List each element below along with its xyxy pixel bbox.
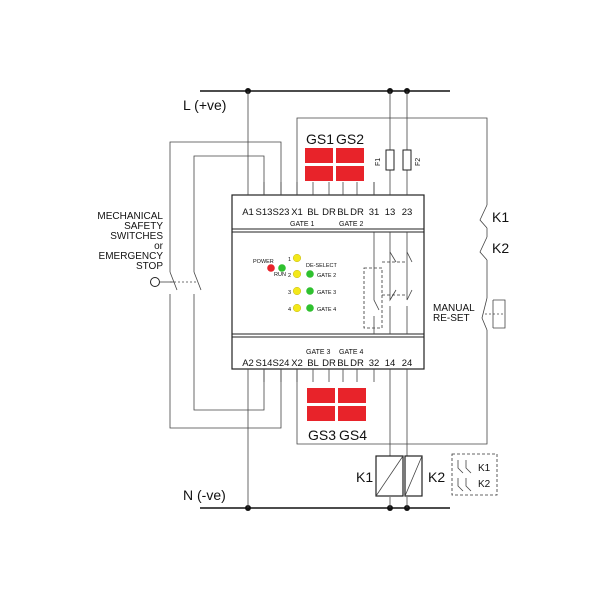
bottom-terminal-label: S14 — [256, 358, 273, 369]
gate-switch-gs1: GS1 — [305, 131, 334, 181]
safety-relay-module — [231, 194, 425, 370]
svg-text:1: 1 — [288, 257, 291, 263]
top-terminal-label: DR — [350, 207, 364, 218]
right-contacts: K1 K2 — [479, 204, 509, 331]
bottom-terminal-label: DR — [350, 358, 364, 369]
gate-4-green-led — [306, 304, 314, 312]
deselect-label: DE-SELECT — [306, 263, 338, 269]
feedback-loop-wiring — [296, 117, 488, 445]
k1-contact-label: K1 — [492, 209, 509, 225]
gate-switch-gs4: GS4 — [338, 388, 367, 443]
gate-4-label: GATE 4 — [339, 349, 363, 356]
mechanical-safety-switches-label: MECHANICAL SAFETY SWITCHES or EMERGENCY … — [97, 211, 163, 272]
svg-text:or: or — [154, 241, 164, 252]
bottom-terminal-label: DR — [322, 358, 336, 369]
auxiliary-contact-box: K1 K2 — [451, 453, 498, 496]
svg-text:GS1: GS1 — [306, 131, 334, 147]
top-terminal-label: BL — [337, 207, 349, 218]
live-rail-label: L (+ve) — [183, 97, 226, 113]
svg-text:GATE 2: GATE 2 — [317, 273, 336, 279]
svg-text:GS2: GS2 — [336, 131, 364, 147]
svg-text:SAFETY: SAFETY — [124, 221, 163, 232]
bottom-terminal-label: 32 — [369, 358, 380, 369]
top-terminal-label: BL — [307, 207, 319, 218]
neutral-rail-label: N (-ve) — [183, 487, 226, 503]
internal-relay-contacts — [363, 232, 413, 334]
svg-text:2: 2 — [288, 273, 291, 279]
bottom-terminal-label: BL — [307, 358, 319, 369]
svg-text:EMERGENCY: EMERGENCY — [99, 251, 164, 262]
top-terminal-label: S23 — [273, 207, 290, 218]
svg-text:K2: K2 — [428, 469, 445, 485]
top-terminal-label: DR — [322, 207, 336, 218]
top-terminal-label: 13 — [385, 207, 396, 218]
emergency-stop-button — [150, 277, 160, 287]
svg-text:3: 3 — [288, 290, 291, 296]
gate-2-yellow-led — [293, 270, 302, 279]
gate-1-led — [293, 253, 302, 262]
run-led — [278, 264, 286, 272]
gate-3-green-led — [306, 287, 314, 295]
svg-text:K1: K1 — [478, 463, 491, 474]
svg-text:MECHANICAL: MECHANICAL — [97, 211, 163, 222]
svg-text:F1: F1 — [375, 158, 382, 166]
svg-text:GS3: GS3 — [308, 427, 336, 443]
manual-reset-label-1: MANUAL — [433, 303, 475, 314]
power-led — [267, 264, 275, 272]
svg-text:GATE 3: GATE 3 — [317, 290, 336, 296]
gate-switch-gs2: GS2 — [336, 131, 364, 181]
bottom-terminal-label: 14 — [385, 358, 396, 369]
top-terminal-label: 31 — [369, 207, 380, 218]
svg-text:F2: F2 — [415, 158, 422, 166]
gate-4-yellow-led — [293, 304, 302, 313]
svg-text:K2: K2 — [478, 479, 491, 490]
power-label: POWER — [253, 259, 274, 265]
manual-reset-label-2: RE-SET — [433, 313, 470, 324]
svg-text:4: 4 — [288, 307, 291, 313]
run-label: RUN — [274, 272, 286, 278]
svg-text:GATE 4: GATE 4 — [317, 307, 336, 313]
gate-2-green-led — [306, 270, 314, 278]
top-terminal-label: A1 — [242, 207, 254, 218]
gate-2-label: GATE 2 — [339, 221, 363, 228]
gate-3-label: GATE 3 — [306, 349, 330, 356]
top-terminal-label: S13 — [256, 207, 273, 218]
gate-switch-gs3: GS3 — [307, 388, 336, 443]
bottom-terminal-label: A2 — [242, 358, 254, 369]
fuse-f1: F1 — [375, 149, 395, 171]
bottom-terminal-label: X2 — [291, 358, 303, 369]
bottom-terminal-label: S24 — [273, 358, 290, 369]
bottom-terminal-label: 24 — [402, 358, 413, 369]
top-terminal-label: X1 — [291, 207, 303, 218]
k2-contact-label: K2 — [492, 240, 509, 256]
coil-k1: K1 — [356, 455, 404, 497]
safety-switch-wiring — [150, 141, 282, 429]
svg-text:STOP: STOP — [136, 261, 163, 272]
top-terminal-label: 23 — [402, 207, 413, 218]
svg-text:SWITCHES: SWITCHES — [110, 231, 163, 242]
gate-3-yellow-led — [293, 287, 302, 296]
coil-k2: K2 — [404, 455, 445, 497]
bottom-terminal-label: BL — [337, 358, 349, 369]
fuse-f2: F2 — [402, 149, 422, 171]
svg-text:GS4: GS4 — [339, 427, 367, 443]
gate-1-label: GATE 1 — [290, 221, 314, 228]
svg-text:K1: K1 — [356, 469, 373, 485]
front-panel: POWER RUN 1 DE-SELECT 2 GATE 2 3 GATE 3 … — [253, 253, 338, 313]
